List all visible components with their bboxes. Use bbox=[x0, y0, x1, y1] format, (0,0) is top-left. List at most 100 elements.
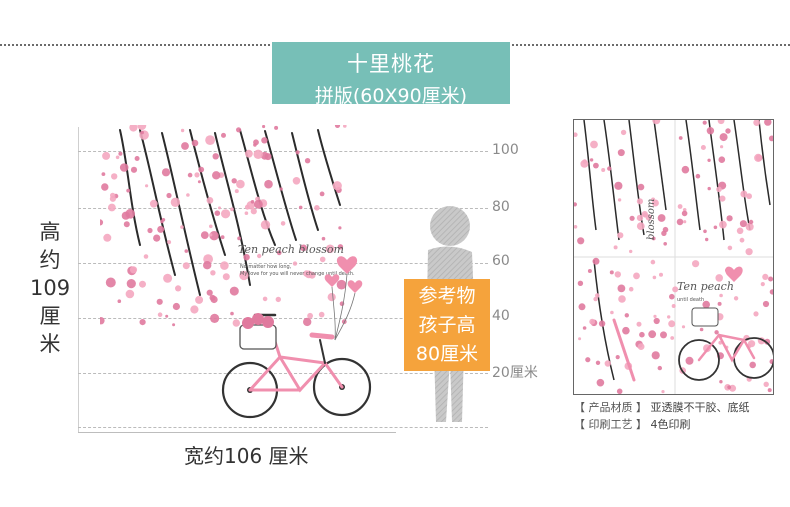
blossom-petal bbox=[590, 140, 598, 149]
blossom-petal bbox=[143, 254, 149, 259]
blossom-petal bbox=[194, 172, 200, 178]
blossom-petal bbox=[319, 256, 326, 263]
blossom-petal bbox=[321, 236, 326, 241]
blossom-petal bbox=[118, 151, 123, 156]
blossom-petal bbox=[134, 156, 140, 161]
blossom-petal bbox=[577, 237, 585, 245]
blossom-petal bbox=[651, 197, 656, 202]
blossom-petal bbox=[295, 150, 300, 155]
panel-script-text-2: blossom bbox=[646, 199, 657, 240]
blossom-petal bbox=[318, 311, 325, 318]
gridline-0 bbox=[78, 427, 488, 428]
blossom-petal bbox=[276, 250, 282, 256]
blossom-petal bbox=[706, 127, 715, 135]
blossom-petal bbox=[719, 195, 726, 202]
blossom-petal bbox=[307, 312, 313, 319]
blossom-petal bbox=[596, 378, 605, 387]
blossom-petal bbox=[172, 323, 176, 327]
blossom-petal bbox=[663, 242, 667, 246]
blossom-petal bbox=[221, 209, 231, 219]
blossom-petal bbox=[681, 210, 688, 217]
blossom-petal bbox=[303, 317, 312, 327]
blossom-petal bbox=[209, 233, 213, 237]
blossom-petal bbox=[327, 293, 336, 302]
blossom-petal bbox=[237, 236, 242, 241]
blossom-petal bbox=[254, 199, 263, 209]
blossom-petal bbox=[726, 215, 733, 222]
blossom-petal bbox=[111, 173, 118, 180]
blossom-petal bbox=[261, 137, 268, 144]
blossom-petal bbox=[338, 226, 342, 230]
reference-line-3: 80厘米 bbox=[415, 343, 479, 365]
blossom-petal bbox=[172, 302, 180, 311]
blossom-petal bbox=[100, 317, 105, 325]
blossom-petal bbox=[589, 318, 596, 325]
blossom-petal bbox=[115, 155, 120, 160]
blossom-petal bbox=[617, 198, 622, 202]
blossom-petal bbox=[715, 274, 723, 282]
blossom-petal bbox=[763, 381, 769, 387]
blossom-petal bbox=[123, 221, 130, 228]
blossom-petal bbox=[645, 214, 652, 221]
blossom-petal bbox=[163, 273, 173, 283]
blossom-petal bbox=[198, 166, 205, 173]
blossom-petal bbox=[718, 156, 726, 163]
blossom-petal bbox=[275, 296, 281, 303]
blossom-petal bbox=[720, 145, 724, 149]
blossom-petal bbox=[661, 230, 667, 236]
blossom-petal bbox=[587, 269, 592, 273]
blossom-petal bbox=[222, 273, 230, 281]
blossom-petal bbox=[334, 125, 341, 128]
blossom-petal bbox=[184, 249, 189, 253]
blossom-petal bbox=[304, 158, 311, 164]
blossom-petal bbox=[212, 153, 219, 160]
blossom-petal bbox=[593, 296, 598, 302]
blossom-petal bbox=[616, 388, 623, 394]
blossom-petal bbox=[214, 210, 221, 216]
blossom-petal bbox=[672, 286, 679, 293]
blossom-petal bbox=[253, 143, 257, 147]
gridline-40 bbox=[78, 318, 488, 319]
blossom-petal bbox=[180, 225, 184, 229]
print-layout-panel: Ten peach until death blossom bbox=[573, 119, 774, 395]
blossom-petal bbox=[714, 330, 719, 335]
height-number: 109 bbox=[30, 276, 71, 300]
blossom-petal bbox=[748, 340, 756, 348]
blossom-petal bbox=[614, 271, 621, 278]
blossom-petal bbox=[101, 172, 106, 176]
blossom-petal bbox=[197, 180, 201, 184]
blossom-petal bbox=[161, 168, 171, 177]
blossom-petal bbox=[220, 261, 229, 270]
blossom-petal bbox=[165, 314, 169, 318]
artwork-tagline-1: No matter how long, bbox=[240, 264, 292, 270]
blossom-petal bbox=[767, 388, 772, 393]
blossom-petal bbox=[175, 285, 182, 292]
blossom-petal bbox=[703, 229, 707, 234]
blossom-petal bbox=[147, 227, 153, 234]
blossom-petal bbox=[753, 311, 759, 317]
print-value: 4色印刷 bbox=[650, 418, 691, 431]
reference-badge: 参考物 孩子高 80厘米 bbox=[404, 279, 490, 371]
blossom-petal bbox=[166, 192, 172, 199]
blossom-petal bbox=[110, 192, 116, 199]
blossom-petal bbox=[300, 244, 307, 252]
blossom-petal bbox=[250, 208, 257, 215]
blossom-petal bbox=[243, 254, 250, 261]
blossom-petal bbox=[231, 178, 237, 184]
blossom-petal bbox=[577, 280, 584, 286]
tick-label-40: 40 bbox=[492, 308, 510, 324]
gridline-60 bbox=[78, 263, 488, 264]
material-key: 【 产品材质 】 bbox=[574, 401, 647, 414]
blossom-petal bbox=[678, 136, 683, 140]
blossom-petal bbox=[244, 211, 249, 215]
blossom-petal bbox=[695, 173, 701, 179]
blossom-petal bbox=[186, 193, 190, 197]
blossom-petal bbox=[719, 380, 723, 384]
blossom-petal bbox=[716, 186, 722, 193]
blossom-petal bbox=[582, 326, 587, 330]
blossom-petal bbox=[667, 315, 671, 319]
blossom-petal bbox=[660, 331, 667, 339]
blossom-petal bbox=[702, 300, 710, 309]
gridline-100 bbox=[78, 151, 488, 152]
blossom-petal bbox=[620, 129, 627, 136]
